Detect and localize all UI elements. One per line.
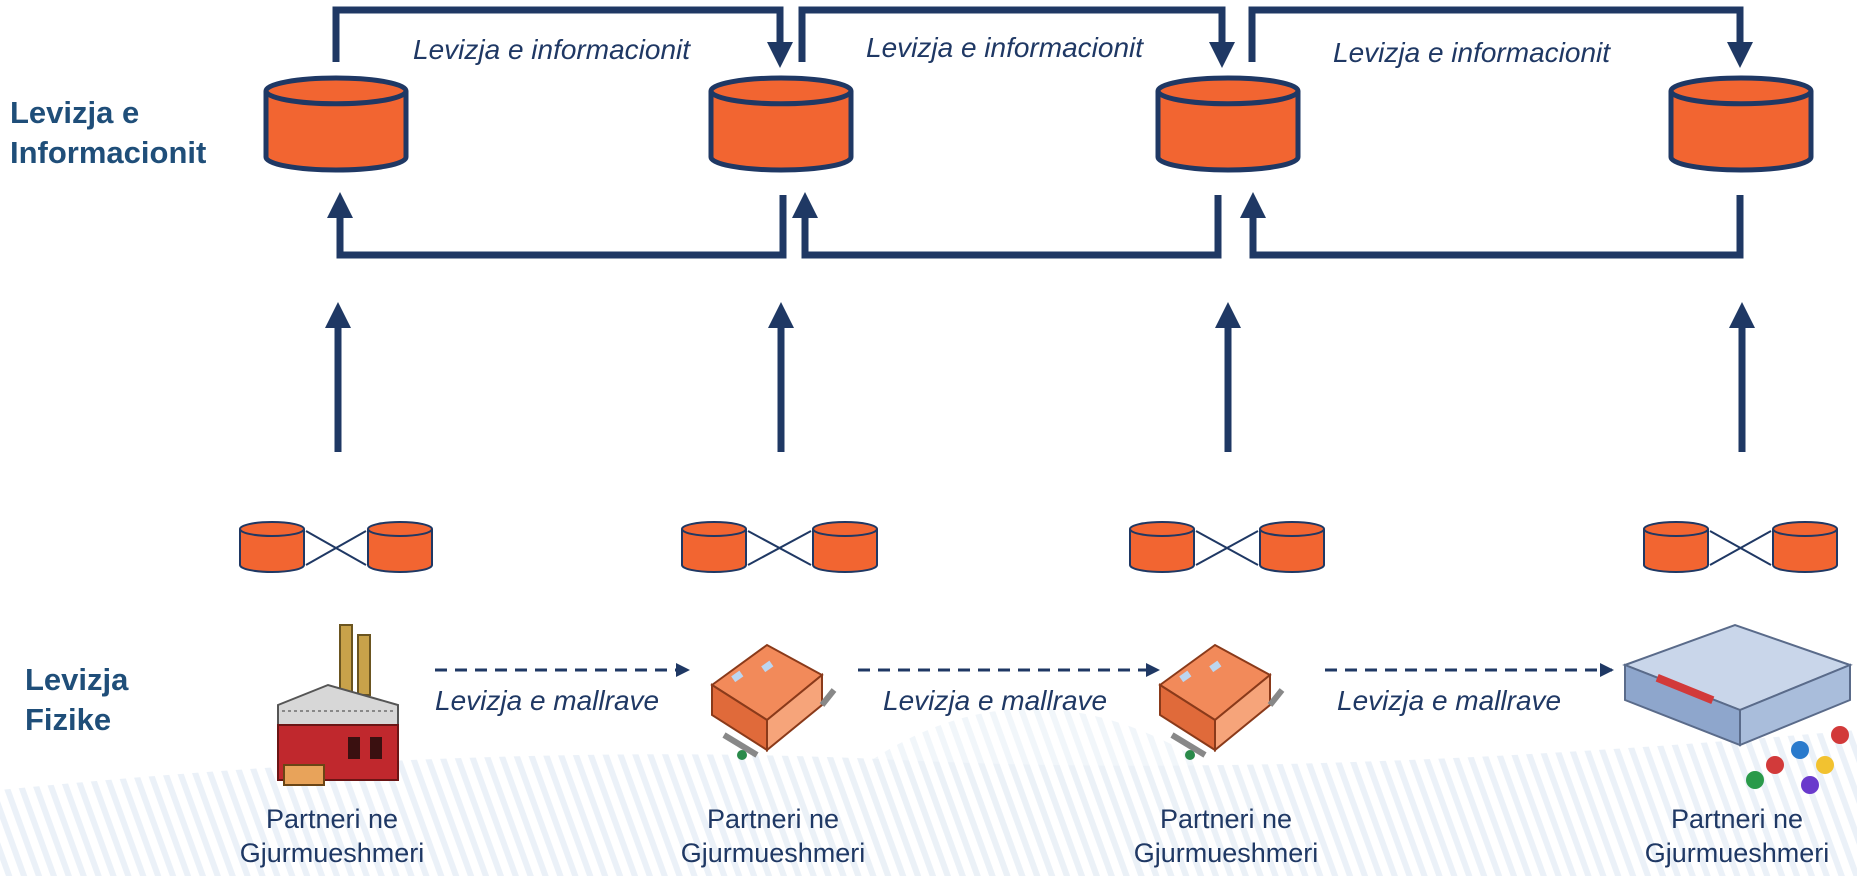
partner-database-left [681,521,747,573]
partner-database-left [1643,521,1709,573]
partner-label: Partneri ne Gjurmueshmeri [653,803,893,871]
partner-database-right [1772,521,1838,573]
partner-label: Partneri ne Gjurmueshmeri [1617,803,1857,871]
warehouse-icon [710,643,837,760]
info-database-1 [263,75,409,173]
partner-database-left [1129,521,1195,573]
info-return-arrow-3 [1240,192,1744,259]
goods-flow-label: Levizja e mallrave [435,685,660,716]
partner-label-line1: Partneri ne [1670,804,1804,834]
partner-label-line2: Gjurmueshmeri [1644,837,1830,868]
partner-label-line1: Partneri ne [1159,804,1293,834]
info-database-3 [1155,75,1301,173]
info-databases [263,75,1814,173]
background-watermark [0,708,1857,876]
warehouse-icon [1158,643,1285,760]
partner-label: Partneri ne Gjurmueshmeri [1106,803,1346,871]
goods-flow-label: Levizja e mallrave [1337,685,1562,716]
partner-label-line1: Partneri ne [706,804,840,834]
info-forward-arrow-3 [1248,6,1753,68]
database-link-line [305,530,367,566]
partner-label-line2: Gjurmueshmeri [680,837,866,868]
partner-label: Partneri ne Gjurmueshmeri [212,803,452,871]
info-return-arrow-1 [327,192,787,259]
info-return-arrow-2 [792,192,1222,259]
retail-store-icon [1622,623,1853,794]
info-flow-label: Levizja e informacionit [866,32,1144,63]
partner-label-line1: Partneri ne [265,804,399,834]
database-link-line [747,530,812,566]
factory-icon [277,624,399,786]
info-movement-label: Levizja e Informacionit [10,93,206,174]
info-forward-arrow-2 [798,6,1235,68]
info-flow-label: Levizja e informacionit [1333,37,1611,68]
partner-database-pairs [239,521,1838,573]
partner-label-line2: Gjurmueshmeri [239,837,425,868]
info-return-arrows [327,192,1744,259]
info-database-2 [708,75,854,173]
info-flow-label: Levizja e informacionit [413,34,691,65]
partner-database-right [367,521,433,573]
goods-flow-label: Levizja e mallrave [883,685,1108,716]
database-link-line [1195,530,1259,566]
physical-movement-label-line1: Levizja [25,662,129,697]
info-movement-label-line2: Informacionit [10,135,207,171]
info-movement-label-line1: Levizja e [10,95,140,130]
partner-database-left [239,521,305,573]
database-link-line [1709,530,1772,566]
info-forward-arrow-1 [332,6,793,68]
physical-movement-label: Levizja Fizike [25,660,128,741]
info-forward-arrows [332,6,1753,68]
partner-database-right [812,521,878,573]
vertical-arrows [325,302,1755,452]
partner-database-right [1259,521,1325,573]
info-database-4 [1668,75,1814,173]
physical-movement-label-line2: Fizike [25,702,112,738]
partner-label-line2: Gjurmueshmeri [1133,837,1319,868]
